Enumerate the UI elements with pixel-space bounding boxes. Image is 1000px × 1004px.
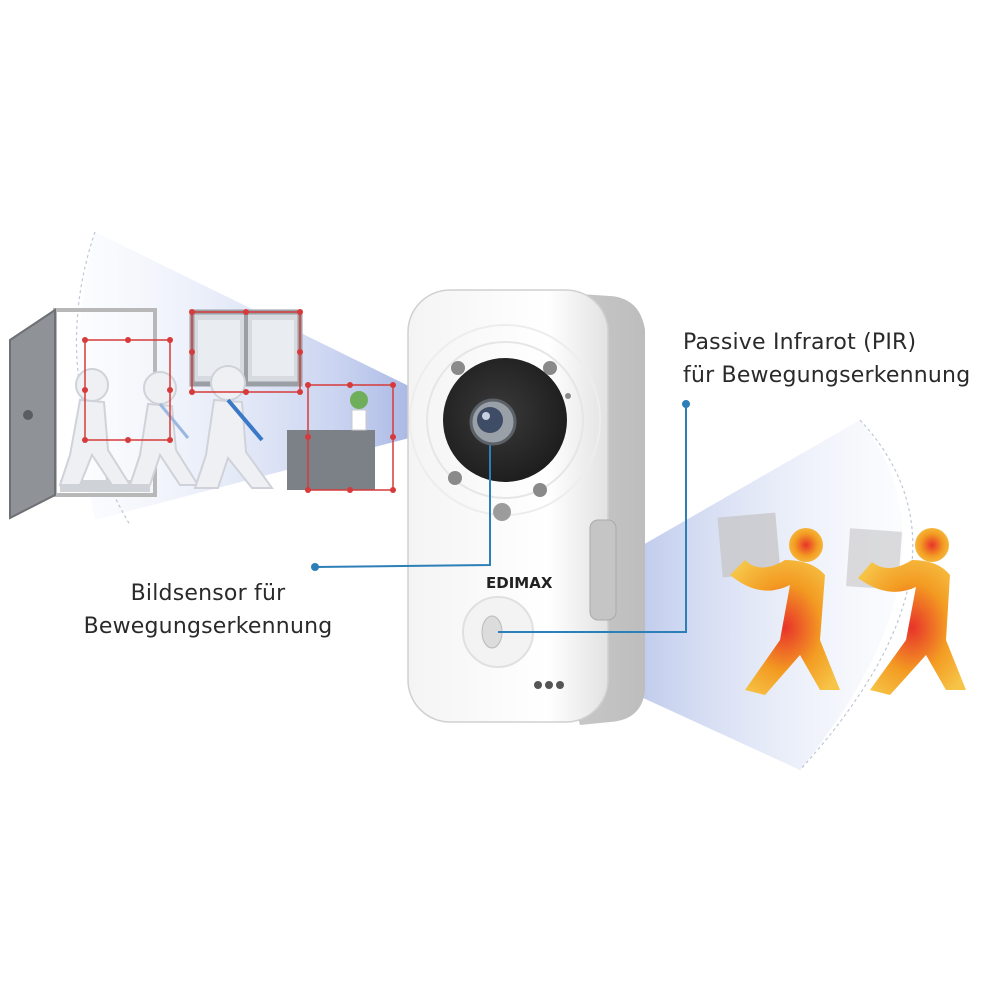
pir-label-line-1: Passive Infrarot (PIR) bbox=[683, 330, 917, 355]
pir-connector-dot bbox=[682, 400, 690, 408]
window-illustration bbox=[189, 309, 303, 387]
camera-device: EDIMAX bbox=[407, 289, 645, 725]
image-sensor-connector-dot bbox=[311, 563, 319, 571]
image-sensor-label: Bildsensor für Bewegungserkennung bbox=[62, 577, 354, 643]
heat-figure-2 bbox=[846, 528, 966, 695]
pir-fov bbox=[495, 420, 904, 770]
brand-logo: EDIMAX bbox=[486, 574, 553, 592]
pir-fov-arc bbox=[799, 419, 914, 771]
pir-connector bbox=[498, 404, 687, 633]
pir-label-line-2: für Bewegungserkennung bbox=[683, 363, 971, 388]
detection-points bbox=[82, 309, 396, 493]
image-sensor-label-line-2: Bewegungserkennung bbox=[83, 614, 333, 639]
heat-figure-1 bbox=[717, 512, 840, 695]
cabinet-illustration bbox=[287, 391, 375, 490]
image-sensor-label-line-1: Bildsensor für bbox=[130, 581, 286, 606]
pir-sensor-label: Passive Infrarot (PIR) für Bewegungserke… bbox=[683, 326, 970, 392]
image-sensor-connector bbox=[314, 445, 491, 568]
